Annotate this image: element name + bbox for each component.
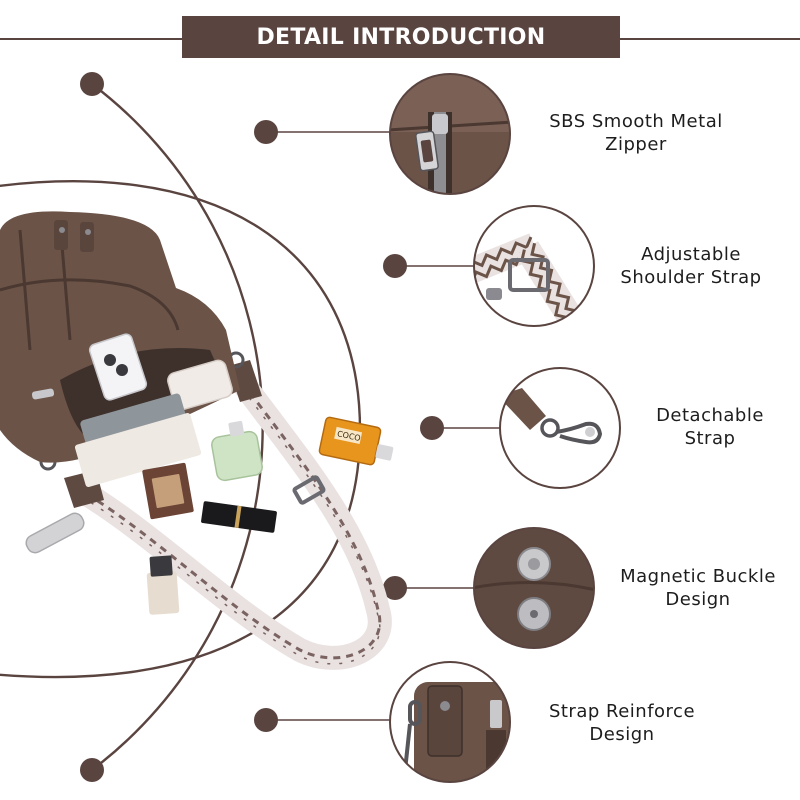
header-rule-left	[0, 38, 190, 40]
feature-label-line: Shoulder Strap	[620, 267, 762, 288]
feature-label-line: Design	[665, 589, 731, 610]
feature-label-line: Detachable	[656, 405, 764, 426]
feature-label-line: Zipper	[605, 134, 667, 155]
feature-label-line: Strap	[684, 428, 736, 449]
feature-label-line: Adjustable	[641, 244, 741, 265]
feature-label-zipper: SBS Smooth Metal Zipper	[531, 110, 741, 156]
header-title: DETAIL INTRODUCTION	[182, 16, 620, 58]
feature-label-detachable-strap: Detachable Strap	[605, 404, 800, 450]
feature-label-line: Magnetic Buckle	[620, 566, 776, 587]
bag-product-illustration: COCO	[0, 211, 394, 670]
zipper-closeup-icon	[389, 73, 511, 195]
magnetic-snap-closeup-icon	[473, 527, 595, 649]
header-rule-right	[612, 38, 800, 40]
swivel-clasp-closeup-icon	[499, 367, 621, 489]
feature-label-line: Design	[589, 724, 655, 745]
feature-label-strap-reinforce: Strap Reinforce Design	[517, 700, 727, 746]
strap-buckle-closeup-icon	[473, 205, 595, 327]
feature-label-line: SBS Smooth Metal	[549, 111, 723, 132]
strap-rivet-closeup-icon	[389, 661, 511, 783]
feature-label-magnetic-buckle: Magnetic Buckle Design	[593, 565, 800, 611]
feature-label-adjustable-strap: Adjustable Shoulder Strap	[586, 243, 796, 289]
feature-label-line: Strap Reinforce	[548, 701, 696, 722]
